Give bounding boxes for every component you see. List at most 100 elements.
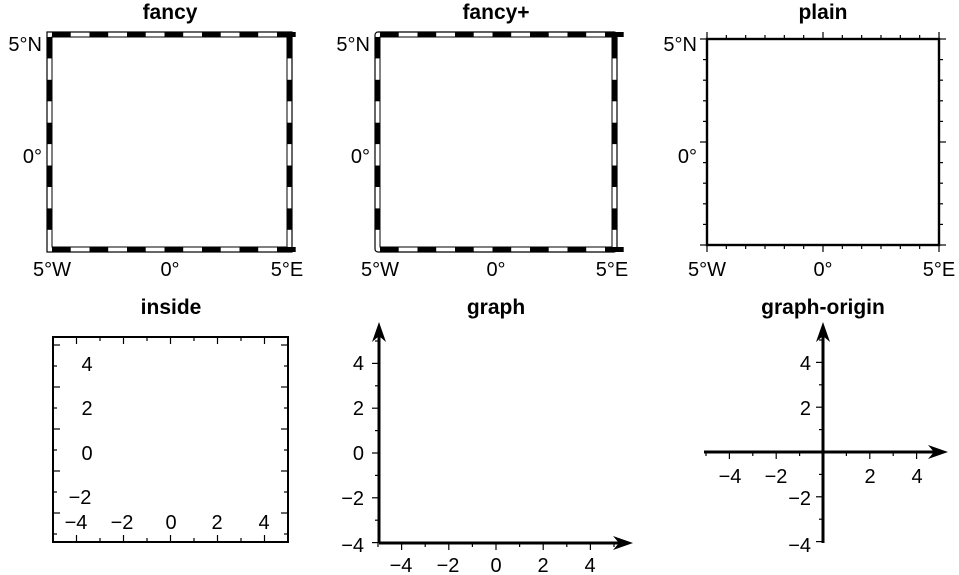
y-axis-arrow — [816, 322, 830, 342]
frame-segment-left — [47, 122, 52, 145]
y-tick-label-5n: 5°N — [8, 34, 42, 56]
y-tick-label-0: 0 — [81, 443, 92, 465]
x-tick-label-0: 0 — [490, 555, 501, 575]
frame-segment-right — [287, 122, 292, 145]
frame-segment-bottom — [530, 247, 549, 252]
frame-segment-top — [417, 32, 437, 37]
y-tick-label-0: 0° — [678, 146, 697, 168]
frame-segment-top — [380, 32, 399, 37]
frame-segment-right — [612, 208, 617, 230]
x-tick-label-4: 4 — [258, 512, 269, 534]
plot-area — [52, 336, 289, 543]
y-tick-label-4: 4 — [800, 353, 811, 375]
frame-segment-right — [287, 79, 292, 102]
y-tick-label-0: 0° — [351, 146, 370, 168]
frame-segment-bottom — [127, 247, 146, 252]
plot-area — [51, 36, 288, 248]
x-tick-label-5w: 5°W — [33, 259, 71, 281]
frame-segment-bottom — [202, 247, 221, 252]
x-tick-label-5e: 5°E — [271, 259, 303, 281]
y-tick-label-5n: 5°N — [663, 34, 697, 56]
x-axis-arrow — [928, 445, 948, 459]
inside-frame — [52, 336, 289, 543]
fancy-frame — [46, 31, 296, 253]
frame-segment-bottom — [605, 247, 624, 252]
frame-segment-right — [287, 37, 292, 59]
y-tick-label-0: 0 — [353, 443, 364, 465]
graph-axes — [372, 322, 633, 550]
x-tick-label-minus-4: −4 — [390, 555, 413, 575]
x-tick-label-minus-2: −2 — [765, 466, 788, 488]
x-tick-label-0: 0° — [486, 259, 505, 281]
x-tick-label-0: 0° — [813, 259, 832, 281]
panel-graph-origin: graph-origin 4 2 −2 −4 −4 −2 2 4 — [704, 296, 948, 557]
x-tick-label-0: 0 — [165, 512, 176, 534]
x-tick-label-5w: 5°W — [688, 259, 726, 281]
x-tick-label-5e: 5°E — [596, 259, 628, 281]
panel-fancy: fancy 5°N 0° 5°W 0° 5°E — [8, 1, 303, 281]
frame-segment-top — [567, 32, 587, 37]
x-axis-arrow — [613, 536, 633, 550]
y-tick-label-2: 2 — [81, 398, 92, 420]
panel-plain: plain 5°N 0° 5°W 0° 5°E — [663, 1, 955, 281]
frame-segment-bottom — [455, 247, 474, 252]
plot-area — [379, 36, 613, 248]
frame-segment-left — [47, 208, 52, 230]
graph-origin-axes — [704, 322, 948, 543]
frame-segment-left — [375, 208, 380, 230]
x-tick-label-2: 2 — [537, 555, 548, 575]
x-tick-label-5w: 5°W — [361, 259, 399, 281]
frame-segment-top — [277, 32, 296, 37]
frame-segment-left — [375, 79, 380, 102]
y-tick-label-minus-4: −4 — [341, 535, 364, 557]
frame-segment-top — [492, 32, 512, 37]
frame-segment-left — [47, 79, 52, 102]
y-tick-label-minus-2: −2 — [341, 488, 364, 510]
panel-inside: inside 4 2 0 −2 −4 −2 0 2 4 — [52, 296, 289, 543]
x-tick-label-4: 4 — [911, 466, 922, 488]
x-tick-label-minus-4: −4 — [719, 466, 742, 488]
y-tick-label-0: 0° — [23, 146, 42, 168]
y-tick-label-2: 2 — [353, 398, 364, 420]
frame-segment-left — [375, 165, 380, 187]
frame-segment-bottom — [89, 247, 109, 252]
frame-segment-right — [287, 208, 292, 230]
x-tick-label-4: 4 — [584, 555, 595, 575]
frame-segment-right — [612, 165, 617, 187]
frame-segment-top — [164, 32, 184, 37]
frame-segment-top — [127, 32, 146, 37]
frame-segment-left — [375, 37, 380, 59]
fancy-plus-frame — [374, 31, 624, 253]
frame-segment-bottom — [277, 247, 296, 252]
frame-segment-bottom — [52, 247, 71, 252]
frame-segment-bottom — [239, 247, 259, 252]
x-tick-label-minus-2: −2 — [437, 555, 460, 575]
panel-title: graph-origin — [761, 296, 885, 319]
y-tick-label-minus-2: −2 — [788, 488, 811, 510]
frame-segment-right — [612, 37, 617, 59]
frame-segment-bottom — [164, 247, 184, 252]
plot-area — [705, 37, 941, 247]
frame-segment-right — [287, 165, 292, 187]
panel-title: fancy+ — [462, 1, 529, 24]
x-tick-label-0: 0° — [160, 259, 179, 281]
y-tick-label-minus-2: −2 — [69, 487, 92, 509]
frame-segment-right — [612, 79, 617, 102]
panel-title: inside — [141, 296, 202, 319]
y-tick-label-2: 2 — [800, 398, 811, 420]
y-tick-label-4: 4 — [81, 354, 92, 376]
x-tick-label-minus-4: −4 — [65, 512, 88, 534]
y-tick-label-4: 4 — [353, 353, 364, 375]
frame-segment-right — [612, 122, 617, 145]
frame-segment-top — [52, 32, 71, 37]
y-tick-label-minus-4: −4 — [788, 535, 811, 557]
panel-title: plain — [798, 1, 847, 24]
frame-segment-top — [89, 32, 109, 37]
frame-segment-bottom — [380, 247, 399, 252]
frame-segment-left — [47, 37, 52, 59]
frame-segment-left — [375, 122, 380, 145]
frame-segment-left — [47, 165, 52, 187]
x-tick-label-2: 2 — [864, 466, 875, 488]
panel-title: graph — [467, 296, 525, 319]
